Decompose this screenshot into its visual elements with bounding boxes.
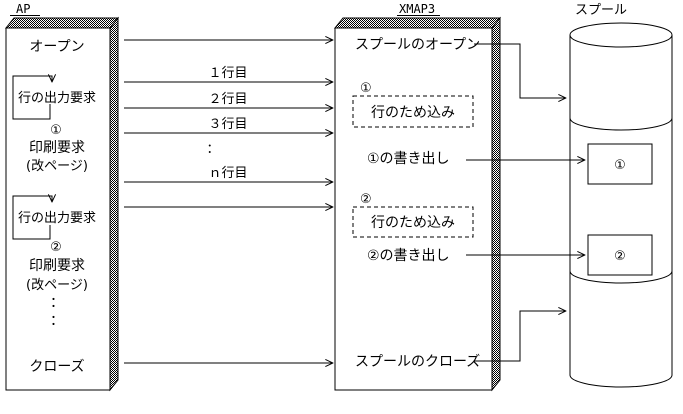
- xmap3-box-front-face: [334, 27, 493, 391]
- spool-close-label: スプールのクローズ: [355, 354, 480, 370]
- loop-arrow-2: [12, 196, 52, 240]
- ap-ellipsis-2: ：: [50, 313, 64, 329]
- xmap3-process-box: [333, 16, 502, 392]
- ap-line-output-2-label: 行の出力要求: [18, 211, 96, 226]
- write-1-label: ①の書き出し: [367, 151, 450, 167]
- xmap3-box-right-face: [491, 16, 501, 392]
- ap-page-break-1-note: (改ページ): [26, 159, 88, 174]
- spool-block-2-label: ②: [614, 249, 626, 264]
- ap-open-label: オープン: [29, 39, 84, 55]
- loop-arrow-1: [12, 76, 52, 120]
- row-2-label: ２行目: [208, 92, 247, 107]
- ap-box-top-face: [4, 17, 120, 29]
- ap-print-request-2-label: 印刷要求: [29, 258, 85, 274]
- spool-cylinder-body: [569, 35, 673, 388]
- row-n-label: ｎ行目: [208, 166, 247, 181]
- ap-line-output-1-label: 行の出力要求: [18, 91, 96, 106]
- spool-close-arrow: [474, 311, 566, 362]
- spool-cylinder-top: [569, 22, 673, 48]
- ap-box-front-face: [5, 27, 111, 391]
- spool-divider-1: [569, 117, 673, 131]
- row-1-label: １行目: [208, 66, 247, 81]
- spool-open-arrow: [474, 43, 566, 98]
- spool-divider-2: [569, 270, 673, 284]
- spool-label: スプール: [575, 3, 627, 18]
- circled-2-marker-xmap3: ②: [360, 192, 372, 207]
- xmap3-box-top-face: [333, 17, 502, 29]
- ap-page-break-2-note: (改ページ): [26, 278, 88, 293]
- line-buffer-2-label: 行のため込み: [371, 215, 455, 231]
- line-buffer-1-label: 行のため込み: [371, 105, 455, 121]
- spool-open-label: スプールのオープン: [355, 37, 480, 53]
- spool-block-1-label: ①: [614, 158, 626, 173]
- line-buffer-box-1: [352, 95, 474, 128]
- circled-1-marker-xmap3: ①: [360, 81, 372, 96]
- spool-block-1: [587, 143, 653, 185]
- circled-2-marker-ap: ②: [50, 240, 62, 255]
- spool-block-2: [587, 234, 653, 276]
- ap-ellipsis-1: ：: [50, 295, 64, 311]
- line-buffer-box-2: [352, 206, 474, 238]
- circled-1-marker-ap: ①: [50, 123, 62, 138]
- ap-close-label: クローズ: [29, 359, 84, 375]
- xmap3-label: XMAP3: [399, 2, 435, 16]
- spool-cylinder: [569, 22, 673, 388]
- ap-process-box: [4, 16, 120, 392]
- row-3-label: ３行目: [208, 117, 247, 132]
- write-2-label: ②の書き出し: [367, 248, 450, 264]
- transfer-ellipsis: ：: [206, 142, 219, 157]
- ap-label: AP: [16, 2, 30, 16]
- ap-box-right-face: [109, 16, 119, 392]
- ap-print-request-1-label: 印刷要求: [29, 140, 85, 156]
